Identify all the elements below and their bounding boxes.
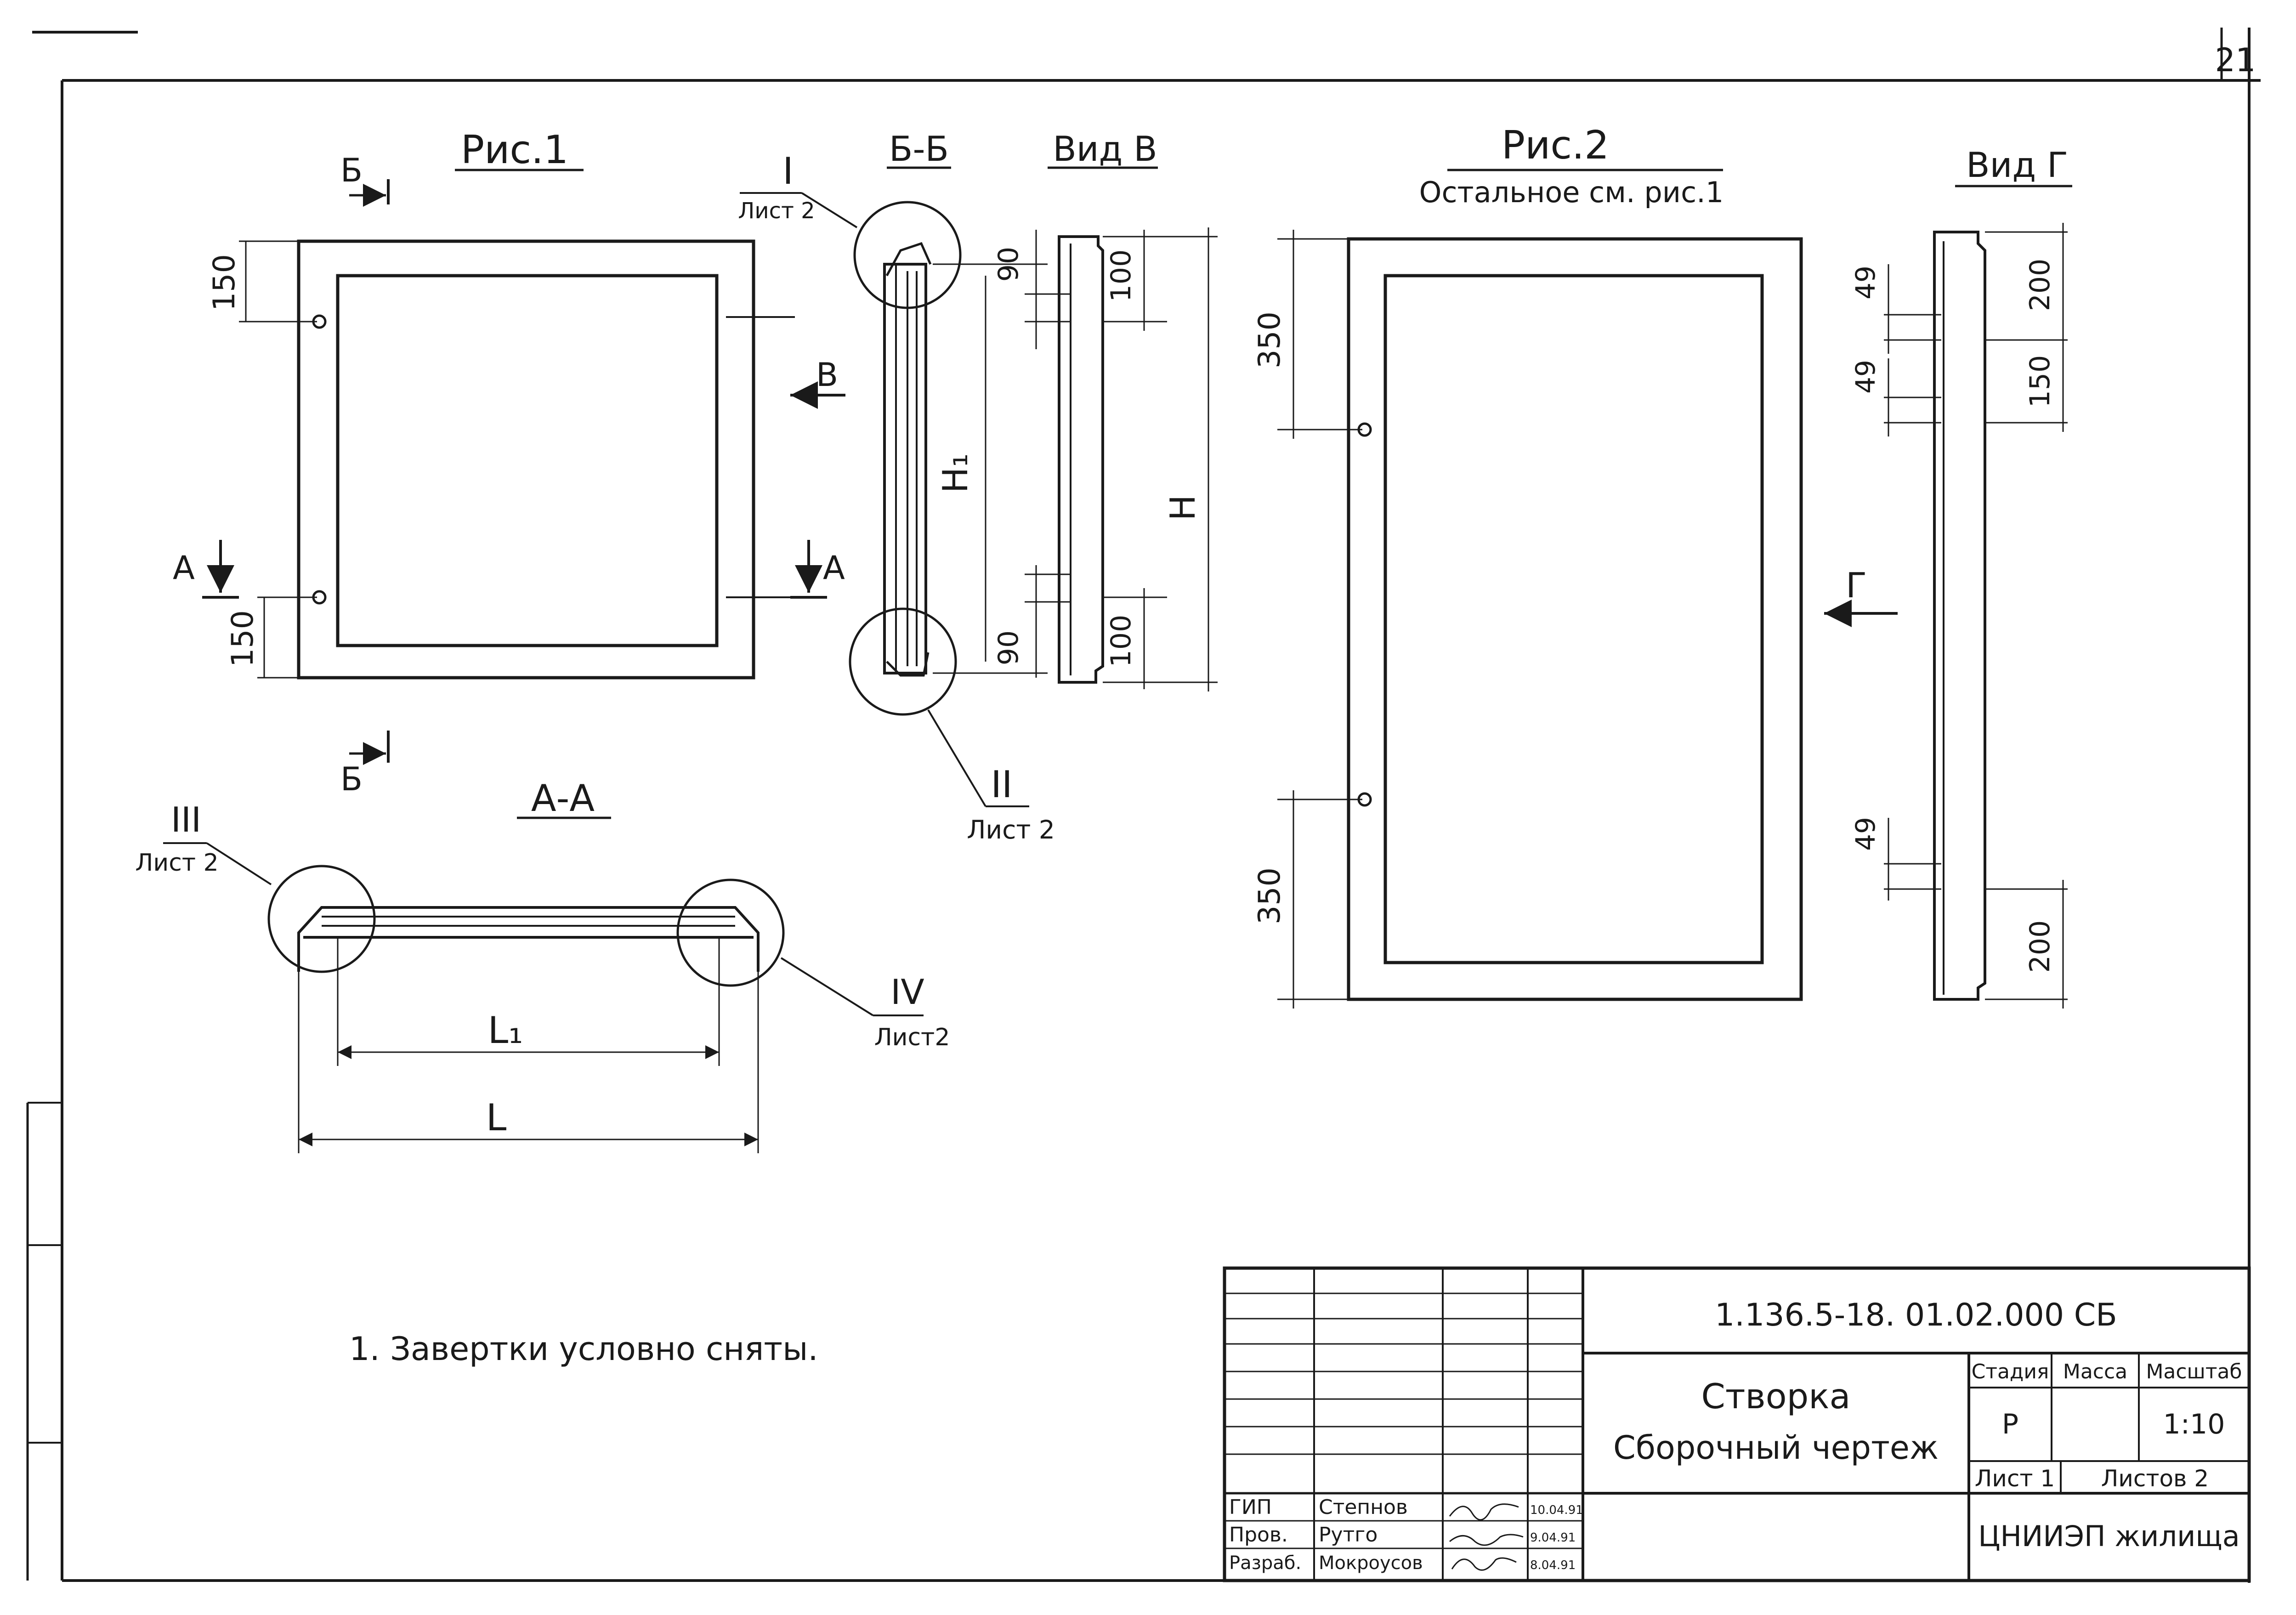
fig2-dim-bottom: 350	[1253, 867, 1287, 924]
fig2-front-view: Рис.2 Остальное см. рис.1 350 350 Г	[1253, 123, 1898, 1009]
view-g-dim-200-bottom: 200	[2024, 920, 2056, 973]
fig2-title: Рис.2	[1502, 123, 1609, 168]
role-3-date: 8.04.91	[1530, 1558, 1576, 1572]
fig2-subtitle: Остальное см. рис.1	[1419, 176, 1724, 209]
view-g-title: Вид Г	[1966, 145, 2068, 185]
section-aa: А-А III Лист 2 IV Лист2 L₁ L	[135, 777, 950, 1153]
view-g-dim-49-a: 49	[1850, 266, 1881, 300]
section-bb-dim-top: 90	[992, 247, 1025, 282]
section-aa-dim-l: L	[486, 1096, 507, 1139]
scale-header: Масштаб	[2146, 1360, 2242, 1383]
sheets-label: Листов 2	[2101, 1465, 2209, 1492]
view-v-dim-bottom: 100	[1105, 615, 1137, 668]
role-2-name: Рутго	[1319, 1523, 1378, 1547]
view-v-title: Вид В	[1053, 129, 1157, 169]
section-bb: Б-Б I Лист 2 II Лист 2 H₁ 90 90	[738, 129, 1071, 844]
sheet-label: Лист 1	[1975, 1465, 2055, 1492]
doc-code: 1.136.5-18. 01.02.000 СБ	[1715, 1297, 2117, 1333]
callout-circle-iii	[267, 865, 376, 973]
fig2-dim-top: 350	[1253, 312, 1287, 368]
view-g: Вид Г 200 150 200 49 49 49	[1850, 145, 2072, 1009]
signature-2	[1449, 1534, 1524, 1546]
section-bb-dim-bottom: 90	[992, 630, 1025, 665]
note-text: 1. Завертки условно сняты.	[349, 1330, 818, 1368]
view-v: Вид В 100 100 H	[1048, 129, 1218, 691]
signature-3	[1451, 1557, 1517, 1571]
view-v-dim-h: H	[1162, 495, 1203, 521]
callout-circle-i	[853, 201, 962, 309]
fig1-dim-top: 150	[207, 254, 242, 311]
callout-i-sheet: Лист 2	[738, 198, 815, 224]
view-g-dim-200-top: 200	[2024, 259, 2056, 312]
view-g-dim-150: 150	[2024, 355, 2056, 408]
doc-name-line2: Сборочный чертеж	[1613, 1429, 1939, 1467]
section-aa-profile	[297, 906, 760, 972]
fig2-frame-outer	[1347, 237, 1803, 1001]
role-3-name: Мокроусов	[1319, 1553, 1423, 1574]
section-bb-profile	[883, 263, 927, 674]
callout-iv-number: IV	[890, 972, 924, 1012]
section-aa-dim-l1: L₁	[488, 1009, 523, 1052]
section-aa-title: А-А	[531, 777, 595, 820]
callout-ii-number: II	[991, 763, 1012, 806]
stage-value: Р	[2002, 1408, 2018, 1440]
fig1-frame-outer	[297, 239, 755, 680]
cut-a-right-label: А	[823, 549, 845, 587]
fig1-dim-bottom: 150	[226, 610, 260, 667]
role-1-name: Степнов	[1319, 1496, 1408, 1519]
view-v-dim-top: 100	[1105, 249, 1137, 302]
mass-header: Масса	[2063, 1360, 2127, 1383]
view-v-profile	[1058, 235, 1104, 684]
cut-b-bottom-label: Б	[340, 760, 363, 798]
cut-a-left-label: А	[173, 549, 195, 587]
signature-1	[1449, 1503, 1519, 1521]
callout-i-number: I	[782, 150, 794, 193]
callout-ii-sheet: Лист 2	[967, 815, 1055, 844]
drawing-frame	[26, 28, 2261, 1583]
role-2: Пров.	[1229, 1523, 1288, 1547]
section-bb-dim-h1: H₁	[935, 453, 975, 493]
role-1: ГИП	[1229, 1496, 1272, 1519]
cut-b-top-label: Б	[340, 152, 363, 189]
callout-circle-ii	[849, 607, 957, 716]
fig1-front-view: Рис.1 150 150 Б Б В А А	[173, 127, 845, 798]
view-g-dim-49-c: 49	[1850, 817, 1881, 851]
sheet-number: 21	[2215, 41, 2256, 79]
role-1-date: 10.04.91	[1530, 1503, 1583, 1517]
view-g-arrow-label: Г	[1846, 565, 1867, 606]
callout-circle-iv	[676, 878, 785, 987]
stage-header: Стадия	[1972, 1360, 2049, 1383]
fig1-title: Рис.1	[461, 127, 568, 173]
role-3: Разраб.	[1229, 1553, 1301, 1574]
callout-iii-sheet: Лист 2	[135, 849, 218, 877]
doc-name-line1: Створка	[1701, 1376, 1850, 1417]
view-g-profile	[1933, 231, 1986, 1001]
fig1-frame-inner	[336, 274, 719, 647]
organization: ЦНИИЭП жилища	[1978, 1519, 2240, 1553]
view-v-arrow-label: В	[816, 356, 838, 394]
callout-iv-sheet: Лист2	[874, 1024, 950, 1051]
scale-value: 1:10	[2163, 1408, 2225, 1440]
title-block: 1.136.5-18. 01.02.000 СБ Створка Сборочн…	[1223, 1266, 2251, 1582]
fig2-frame-inner	[1383, 274, 1764, 964]
view-g-dim-49-b: 49	[1850, 360, 1881, 394]
role-2-date: 9.04.91	[1530, 1531, 1576, 1545]
section-bb-title: Б-Б	[889, 129, 949, 169]
callout-iii-number: III	[171, 799, 201, 840]
